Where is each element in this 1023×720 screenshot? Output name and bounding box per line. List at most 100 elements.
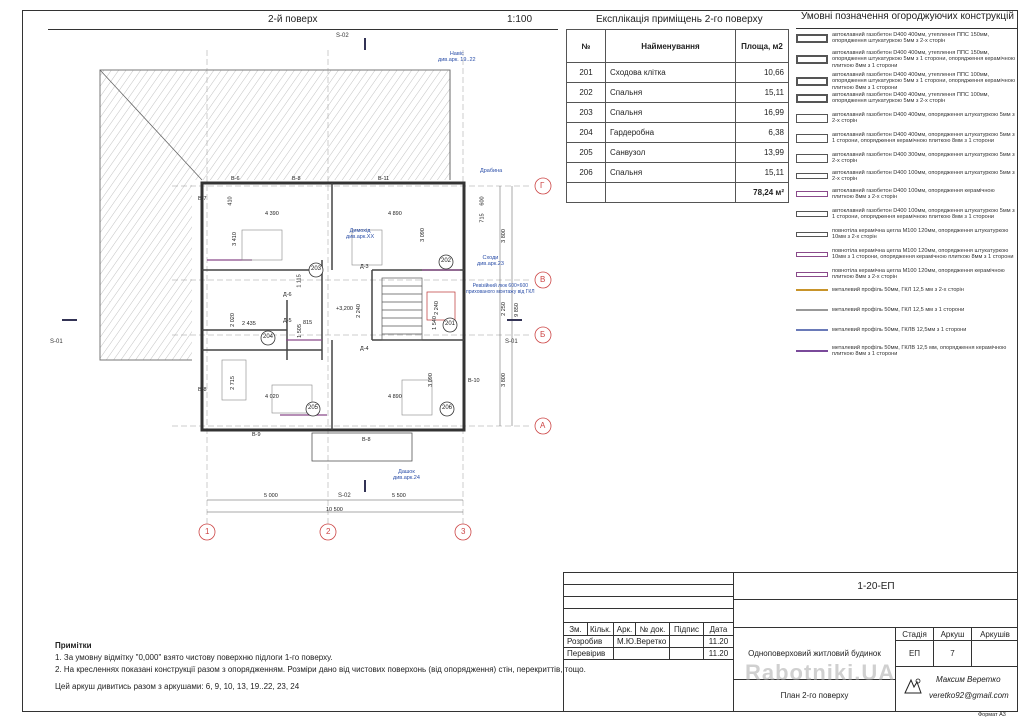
wall-mark: В-7 bbox=[198, 196, 207, 202]
legend-item: автоклавний газобетон D400 400мм, опоряд… bbox=[796, 112, 1017, 125]
note-line: 2. На кресленнях показані конструкції ра… bbox=[55, 665, 586, 674]
room-table: № Найменування Площа, м2 201 Сходова клі… bbox=[566, 29, 789, 203]
roof-label: Навіс див.арк. 19..22 bbox=[438, 51, 476, 63]
wall-symbol-icon bbox=[796, 133, 828, 143]
legend-text: автоклавний газобетон D400 100мм, опоряд… bbox=[832, 208, 1015, 221]
table-row: 205 Санвузол 13,99 bbox=[566, 142, 789, 163]
room-number: 206 bbox=[442, 405, 453, 411]
tb-person bbox=[614, 648, 670, 660]
room-number: 203 bbox=[311, 266, 322, 272]
door-mark: Д-5 bbox=[283, 318, 292, 324]
wall-mark: В-9 bbox=[252, 432, 261, 438]
tb-header: № док. bbox=[636, 623, 670, 636]
wall-symbol-icon bbox=[796, 93, 828, 103]
legend-item: металевий профіль 50мм, ГКЛВ 12,5мм з 1 … bbox=[796, 327, 1017, 333]
legend-text: металевий профіль 50мм, ГКЛ 12,5 мм з 1 … bbox=[832, 307, 965, 313]
sheet-value: 7 bbox=[934, 641, 972, 667]
drawing-scale: 1:100 bbox=[507, 14, 533, 25]
tb-signature bbox=[670, 648, 704, 660]
legend-item: металевий профіль 50мм, ГКЛВ 12,5 мм, оп… bbox=[796, 345, 1017, 358]
chimney-label: Димохід див.арк.XX bbox=[346, 228, 375, 240]
room-number-cell: 206 bbox=[566, 162, 606, 183]
room-number: 204 bbox=[263, 334, 274, 340]
wall-symbol-icon bbox=[796, 77, 828, 87]
room-name-cell: Гардеробна bbox=[605, 122, 736, 143]
legend-item: повнотіла керамічна цегла М100 120мм, оп… bbox=[796, 248, 1017, 261]
room-total-cell: 78,24 м² bbox=[735, 182, 789, 203]
room-table-title: Експлікація приміщень 2-го поверху bbox=[596, 14, 763, 25]
room-name-cell: Спальня bbox=[605, 102, 736, 123]
title-block: 1-20-ЕП Зм. Кільк. Арк. № док. Підпис Да… bbox=[563, 572, 1018, 712]
dimension-text: 3 800 bbox=[500, 373, 507, 387]
notes-title: Примітки bbox=[55, 641, 92, 650]
wall-symbol-icon bbox=[796, 191, 828, 198]
room-name-cell: Спальня bbox=[605, 162, 736, 183]
dimension-text: 5 000 bbox=[264, 493, 278, 499]
legend-text: автоклавний газобетон D400 400мм, утепле… bbox=[832, 32, 990, 45]
legend-item: повнотіла керамічна цегла М100 120мм, оп… bbox=[796, 228, 1017, 241]
door-mark: Д-3 bbox=[360, 264, 369, 270]
tb-person: М.Ю.Веретко bbox=[614, 636, 670, 648]
legend-text: металевий профіль 50мм, ГКЛВ 12,5мм з 1 … bbox=[832, 327, 967, 333]
room-name-cell: Сходова клітка bbox=[605, 62, 736, 83]
axis-letter-a: А bbox=[540, 421, 546, 430]
table-row: 201 Сходова клітка 10,66 bbox=[566, 62, 789, 83]
legend-item: металевий профіль 50мм, ГКЛ 12,5 мм з 2-… bbox=[796, 287, 1017, 293]
tb-header: Дата bbox=[704, 623, 734, 636]
dimension-text: 2 240 bbox=[433, 301, 440, 315]
tb-header: Арк. bbox=[614, 623, 636, 636]
legend-item: автоклавний газобетон D400 400мм, утепле… bbox=[796, 50, 1017, 69]
dimension-text: 2 715 bbox=[229, 376, 236, 390]
section-mark-lines bbox=[62, 38, 522, 492]
axis-letter-b: Б bbox=[540, 330, 546, 339]
room-area-cell: 6,38 bbox=[735, 122, 789, 143]
room-number-cell: 202 bbox=[566, 82, 606, 103]
room-number-cell: 204 bbox=[566, 122, 606, 143]
legend-item: автоклавний газобетон D400 100мм, опоряд… bbox=[796, 188, 1017, 201]
tb-grid-cell bbox=[564, 660, 734, 712]
tb-header: Зм. bbox=[564, 623, 588, 636]
legend-text: автоклавний газобетон D400 400мм, утепле… bbox=[832, 92, 990, 105]
legend-item: автоклавний газобетон D400 400мм, утепле… bbox=[796, 72, 1017, 91]
outer-walls bbox=[200, 181, 466, 432]
dimension-text: 2 435 bbox=[242, 321, 256, 327]
tb-grid-cell bbox=[564, 609, 734, 623]
furniture bbox=[221, 229, 433, 416]
floor-plan bbox=[62, 38, 552, 541]
dimension-text: 4 020 bbox=[265, 394, 279, 400]
tb-signature bbox=[670, 636, 704, 648]
stage-label: Стадія bbox=[896, 628, 934, 641]
tb-header: Кільк. bbox=[588, 623, 614, 636]
room-number: 202 bbox=[441, 258, 452, 264]
dimension-text: 4 890 bbox=[388, 394, 402, 400]
sheet-border bbox=[22, 10, 1018, 712]
tb-role: Перевірив bbox=[564, 648, 614, 660]
legend-text: автоклавний газобетон D400 300мм, опоряд… bbox=[832, 152, 1015, 165]
axis-number-1: 1 bbox=[205, 527, 210, 536]
legend-text: металевий профіль 50мм, ГКЛ 12,5 мм з 2-… bbox=[832, 287, 964, 293]
wall-symbol-icon bbox=[796, 153, 828, 163]
object-name: Одноповерховий житловий будинок bbox=[734, 628, 896, 680]
header-underline bbox=[48, 29, 558, 30]
room-number: 205 bbox=[308, 405, 319, 411]
profile-symbol-icon bbox=[796, 329, 828, 332]
axis-circles bbox=[198, 177, 552, 541]
room-area-cell: 15,11 bbox=[735, 82, 789, 103]
room-number: 201 bbox=[445, 321, 456, 327]
section-mark-left: S-01 bbox=[50, 339, 63, 345]
wall-mark: В-10 bbox=[468, 378, 480, 384]
legend-item: автоклавний газобетон D400 100мм, опоряд… bbox=[796, 208, 1017, 221]
axis-number-3: 3 bbox=[461, 527, 466, 536]
dimension-text: 3 410 bbox=[231, 232, 238, 246]
dimension-lines bbox=[207, 186, 513, 513]
room-circles bbox=[260, 254, 458, 417]
section-mark-right: S-01 bbox=[505, 339, 518, 345]
door-mark: Д-4 bbox=[360, 346, 369, 352]
project-code: 1-20-ЕП bbox=[734, 573, 1018, 600]
stairs bbox=[381, 277, 456, 341]
wall-mark: В-11 bbox=[378, 176, 390, 182]
notes-footer: Цей аркуш дивитись разом з аркушами: 6, … bbox=[55, 682, 300, 691]
tb-grid-cell bbox=[564, 597, 734, 609]
dimension-text: 600 bbox=[479, 196, 486, 206]
table-row: 204 Гардеробна 6,38 bbox=[566, 122, 789, 143]
